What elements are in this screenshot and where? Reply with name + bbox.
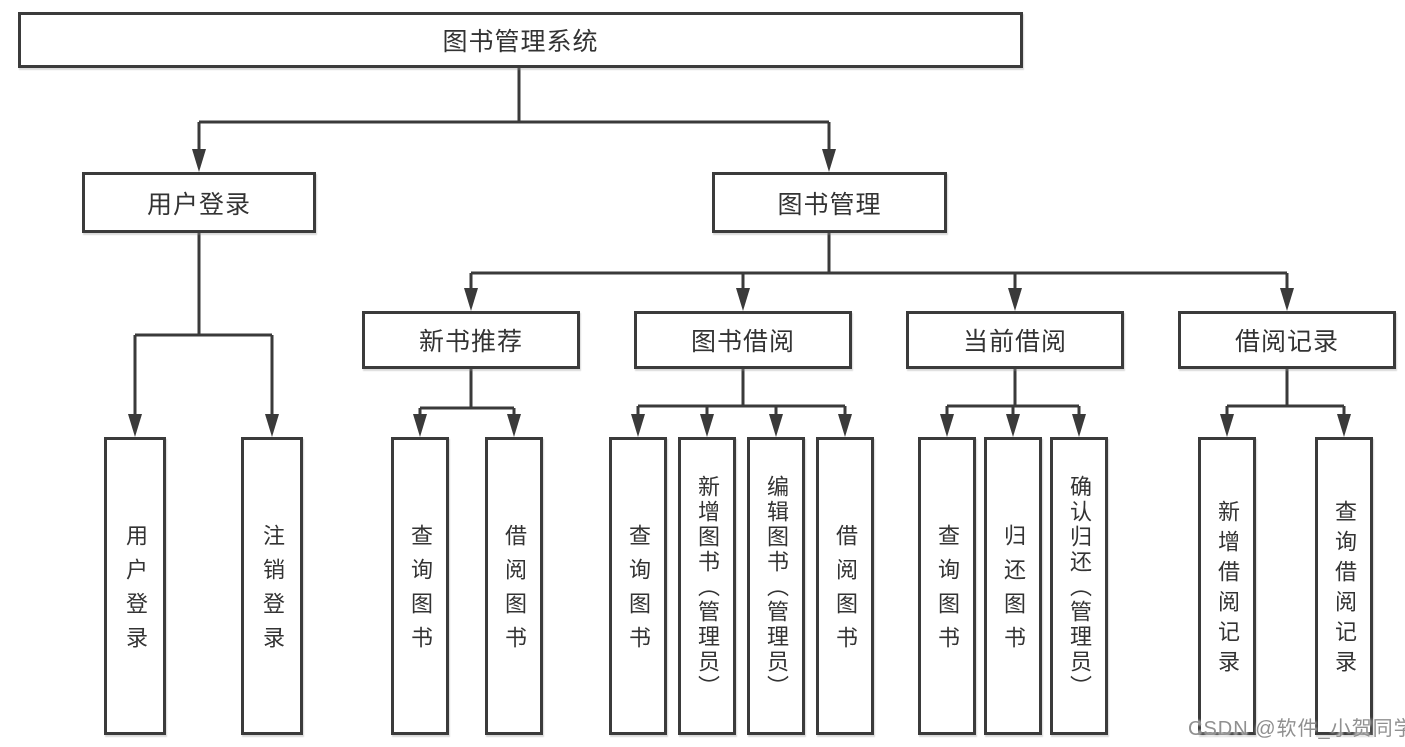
- node-new-book-recommend: 新书推荐: [362, 311, 580, 369]
- node-borrow-books-2: 借阅图书: [816, 437, 874, 735]
- node-borrow-books-1: 借阅图书: [485, 437, 543, 735]
- node-book-management: 图书管理: [712, 172, 947, 233]
- node-borrow-books-2-label: 借阅图书: [833, 524, 858, 660]
- node-edit-book-admin: 编辑图书（管理员）: [747, 437, 805, 735]
- node-return-books-label: 归还图书: [1001, 524, 1026, 660]
- node-query-books-3: 查询图书: [918, 437, 976, 735]
- node-user-login-leaf-label: 用户登录: [123, 524, 148, 660]
- node-add-borrow-record-label: 新增借阅记录: [1215, 500, 1240, 680]
- node-confirm-return-admin: 确认归还（管理员）: [1050, 437, 1108, 735]
- node-query-borrow-record-label: 查询借阅记录: [1332, 500, 1357, 680]
- node-add-book-admin-label: 新增图书（管理员）: [695, 475, 720, 700]
- node-add-book-admin: 新增图书（管理员）: [678, 437, 736, 735]
- node-query-borrow-record: 查询借阅记录: [1315, 437, 1373, 735]
- node-return-books: 归还图书: [984, 437, 1042, 735]
- node-query-books-2-label: 查询图书: [626, 524, 651, 660]
- node-query-books-1-label: 查询图书: [408, 524, 433, 660]
- node-logout: 注销登录: [241, 437, 303, 735]
- node-logout-label: 注销登录: [260, 524, 285, 660]
- node-query-books-1: 查询图书: [391, 437, 449, 735]
- node-edit-book-admin-label: 编辑图书（管理员）: [764, 475, 789, 700]
- node-current-borrowing: 当前借阅: [906, 311, 1124, 369]
- node-book-borrowing: 图书借阅: [634, 311, 852, 369]
- node-query-books-3-label: 查询图书: [935, 524, 960, 660]
- node-library-system: 图书管理系统: [18, 12, 1023, 68]
- node-user-login: 用户登录: [82, 172, 316, 233]
- node-add-borrow-record: 新增借阅记录: [1198, 437, 1256, 735]
- watermark: CSDN @软件_小贺同学: [1188, 718, 1405, 740]
- node-borrowing-records: 借阅记录: [1178, 311, 1396, 369]
- node-confirm-return-admin-label: 确认归还（管理员）: [1067, 475, 1092, 700]
- node-user-login-leaf: 用户登录: [104, 437, 166, 735]
- node-borrow-books-1-label: 借阅图书: [502, 524, 527, 660]
- node-query-books-2: 查询图书: [609, 437, 667, 735]
- connector-paths: [133, 67, 1346, 417]
